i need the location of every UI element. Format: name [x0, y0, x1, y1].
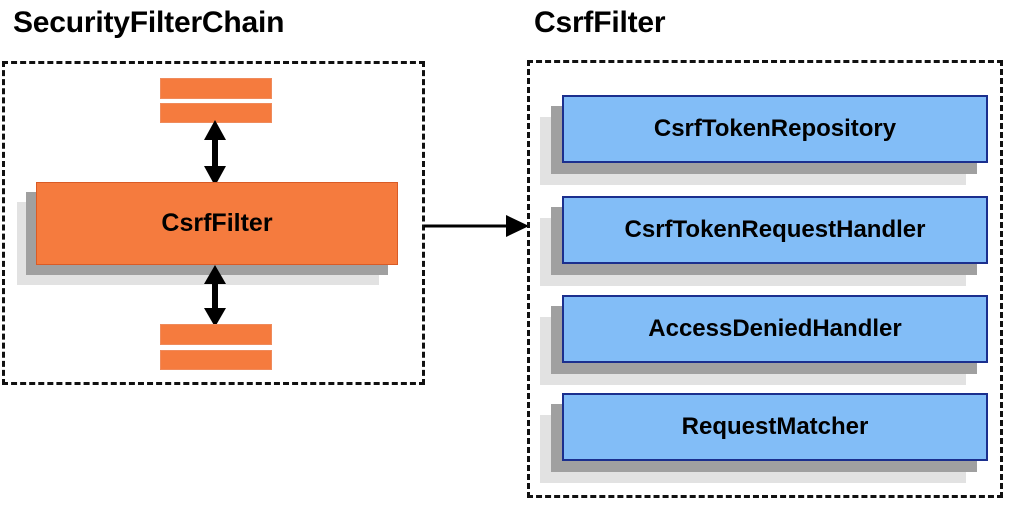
security-filter-chain-container	[2, 61, 425, 385]
panel-title-csrf-filter: CsrfFilter	[534, 6, 666, 39]
filter-bar-below-1	[160, 324, 272, 345]
csrf-filter-collaborators-container	[527, 60, 1003, 498]
collaborator-access-denied-handler-label: AccessDeniedHandler	[648, 315, 902, 342]
filter-bar-below-2	[160, 350, 272, 370]
collaborator-csrf-token-request-handler-label: CsrfTokenRequestHandler	[624, 216, 926, 243]
collaborator-request-matcher-label: RequestMatcher	[681, 413, 869, 440]
filter-csrf-filter-label: CsrfFilter	[161, 209, 273, 237]
panel-title-security-filter-chain: SecurityFilterChain	[13, 6, 285, 39]
collaborator-access-denied-handler[interactable]: AccessDeniedHandler	[562, 295, 988, 363]
collaborator-csrf-token-request-handler[interactable]: CsrfTokenRequestHandler	[562, 196, 988, 264]
collaborator-csrf-token-repository[interactable]: CsrfTokenRepository	[562, 95, 988, 163]
collaborator-csrf-token-repository-label: CsrfTokenRepository	[653, 115, 897, 142]
filter-bar-above-1	[160, 78, 272, 99]
chain-up-connector-arrow	[204, 120, 226, 186]
expand-connector-arrow	[424, 215, 529, 237]
chain-down-connector-arrow	[204, 265, 226, 327]
collaborator-request-matcher[interactable]: RequestMatcher	[562, 393, 988, 461]
filter-csrf-filter[interactable]: CsrfFilter	[36, 182, 398, 265]
